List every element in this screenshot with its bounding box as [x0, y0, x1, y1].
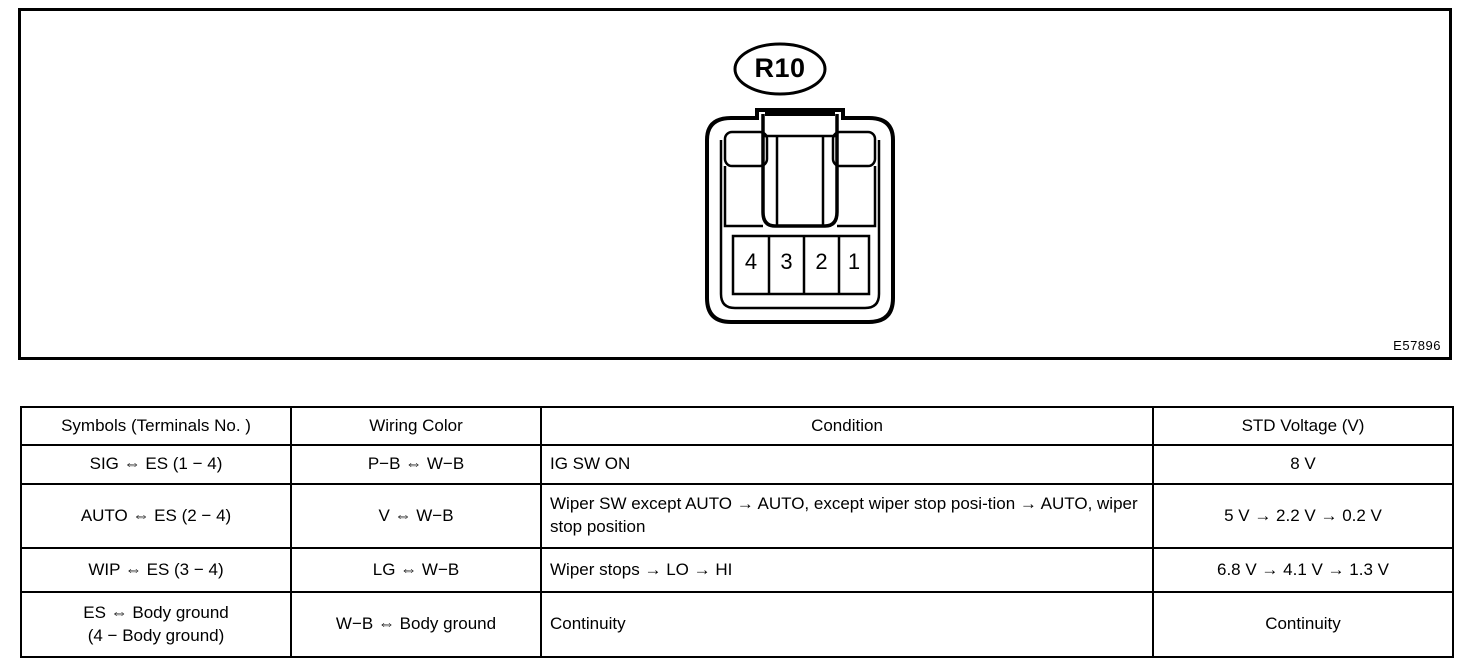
label-oval	[733, 42, 827, 96]
cell-wiring-color: W−B ⇔ Body ground	[290, 591, 542, 658]
cell-wiring-color: LG ⇔ W−B	[290, 547, 542, 593]
cell-std-voltage: 5 V → 2.2 V → 0.2 V	[1152, 483, 1454, 549]
table-header-row: Symbols (Terminals No. ) Wiring Color Co…	[20, 406, 1454, 446]
terminal-block-outline	[731, 234, 871, 296]
reference-code: E57896	[1393, 338, 1441, 353]
connector-label-badge	[733, 42, 827, 96]
cell-symbols: WIP ⇔ ES (3 − 4)	[20, 547, 292, 593]
connector-inner-housing	[719, 140, 881, 310]
header-wiring-color: Wiring Color	[290, 406, 542, 446]
connector-label-text: R10	[754, 53, 806, 83]
header-symbols: Symbols (Terminals No. )	[20, 406, 292, 446]
terminal-number-1: 1	[847, 249, 861, 274]
cell-wiring-color: V ⇔ W−B	[290, 483, 542, 549]
header-condition: Condition	[540, 406, 1154, 446]
center-lock-u-body	[761, 114, 839, 228]
cell-wiring-color: P−B ⇔ W−B	[290, 444, 542, 485]
table-row: AUTO ⇔ ES (2 − 4) V ⇔ W−B Wiper SW excep…	[20, 483, 1454, 549]
table-row: WIP ⇔ ES (3 − 4) LG ⇔ W−B Wiper stops → …	[20, 547, 1454, 593]
cell-std-voltage: Continuity	[1152, 591, 1454, 658]
header-std-voltage: STD Voltage (V)	[1152, 406, 1454, 446]
right-lock-window	[831, 130, 877, 168]
cell-condition: IG SW ON	[540, 444, 1154, 485]
table-row: SIG ⇔ ES (1 − 4) P−B ⇔ W−B IG SW ON 8 V	[20, 444, 1454, 485]
right-lock-arm	[837, 166, 877, 228]
left-lock-arm	[723, 166, 763, 228]
cell-std-voltage: 8 V	[1152, 444, 1454, 485]
connector-figure: R10 4 3 2 1	[703, 36, 903, 326]
cell-condition: Continuity	[540, 591, 1154, 658]
cell-symbols: AUTO ⇔ ES (2 − 4)	[20, 483, 292, 549]
left-lock-window	[723, 130, 769, 168]
cell-condition: Wiper SW except AUTO → AUTO, except wipe…	[540, 483, 1154, 549]
cell-symbols-line1: ES ⇔ Body ground	[83, 602, 229, 622]
cell-condition: Wiper stops → LO → HI	[540, 547, 1154, 593]
terminal-number-4: 4	[744, 249, 758, 274]
specification-table: Symbols (Terminals No. ) Wiring Color Co…	[20, 406, 1454, 658]
cell-std-voltage: 6.8 V → 4.1 V → 1.3 V	[1152, 547, 1454, 593]
terminal-block	[731, 234, 871, 296]
cell-symbols-line2: (4 − Body ground)	[87, 625, 225, 645]
terminal-number-3: 3	[780, 249, 793, 274]
terminal-number-2: 2	[815, 249, 828, 274]
connector-diagram-panel: R10 4 3 2 1 E57896	[18, 8, 1452, 360]
cell-symbols: SIG ⇔ ES (1 − 4)	[20, 444, 292, 485]
table-row: ES ⇔ Body ground (4 − Body ground) W−B ⇔…	[20, 591, 1454, 658]
cell-symbols: ES ⇔ Body ground (4 − Body ground)	[20, 591, 292, 658]
